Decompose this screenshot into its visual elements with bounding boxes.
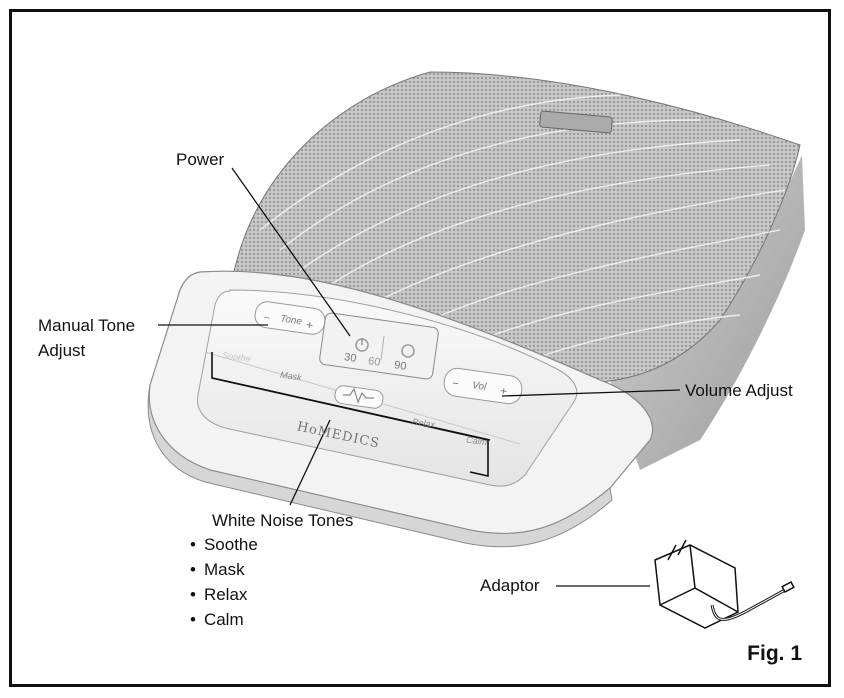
control-panel bbox=[196, 289, 578, 487]
grille-badge bbox=[539, 110, 613, 134]
timer-icon bbox=[401, 344, 415, 358]
white-noise-tones-label: White Noise Tones bbox=[212, 511, 354, 530]
tone-item-mask: Mask bbox=[190, 557, 258, 582]
adaptor-illustration bbox=[654, 539, 795, 629]
power-label: Power bbox=[176, 150, 225, 169]
wave-button bbox=[334, 385, 384, 409]
tone-item-soothe: Soothe bbox=[190, 532, 258, 557]
adaptor-label: Adaptor bbox=[480, 576, 540, 595]
white-noise-leader bbox=[289, 419, 331, 506]
timer-30: 30 bbox=[343, 351, 358, 365]
vol-button bbox=[443, 367, 523, 405]
grille-waves bbox=[259, 94, 786, 361]
tone-item-calm: Calm bbox=[190, 607, 258, 632]
power-leader bbox=[231, 167, 351, 337]
timer-60: 60 bbox=[367, 355, 382, 369]
figure-label: Fig. 1 bbox=[747, 642, 802, 665]
manual-tone-label-line1: Manual Tone bbox=[38, 316, 136, 335]
tone-item-relax: Relax bbox=[190, 582, 258, 607]
volume-adjust-label: Volume Adjust bbox=[685, 381, 793, 400]
manual-tone-label-line2: Adjust bbox=[38, 341, 86, 360]
power-timer-group bbox=[319, 312, 439, 380]
tones-list: Soothe Mask Relax Calm bbox=[190, 532, 258, 632]
timer-90: 90 bbox=[393, 359, 408, 373]
volume-leader bbox=[501, 389, 681, 397]
vol-button-label: Vol bbox=[471, 380, 487, 393]
